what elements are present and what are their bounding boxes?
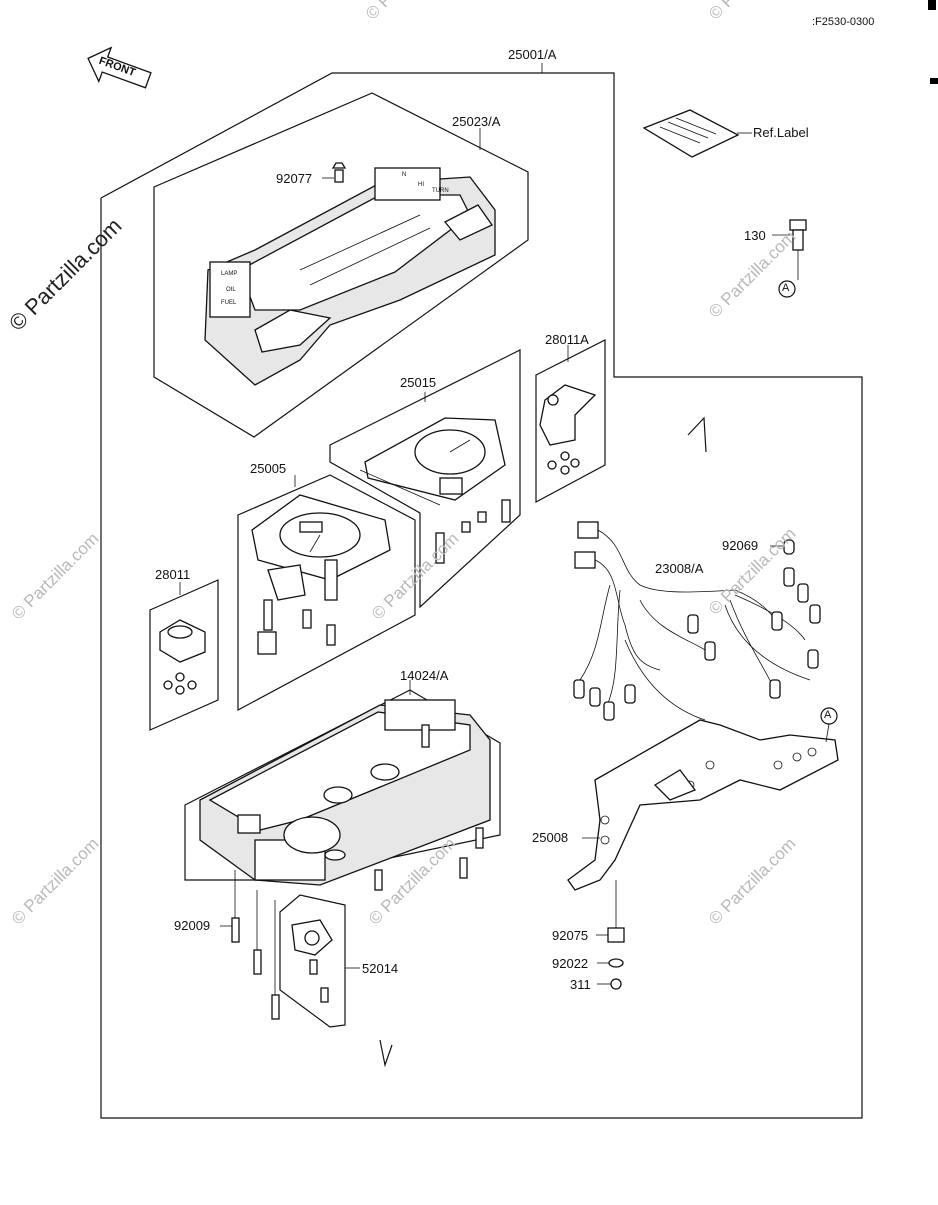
part-label-25015: 25015 [400,375,437,390]
gauge-text-hi: HI [418,182,424,188]
figure-code: :F2530-0300 [812,16,875,28]
ref-label-text: Ref.Label [753,125,809,140]
gauge-text-fuel: FUEL [221,300,237,306]
callout-letter-top: A [782,282,790,294]
callout-circle-top [778,280,796,298]
sensor-52014 [291,919,333,1003]
edge-mark-right [930,78,938,84]
part-label-25008: 25008 [532,830,569,845]
part-label-23008: 23008/A [655,561,704,576]
front-arrow [87,46,152,89]
wiring-harness-part [573,521,821,721]
gauge-text-turn: TURN [432,188,449,194]
part-label-92022: 92022 [552,956,589,971]
ref-label-sheet [642,109,740,158]
part-label-92069: 92069 [722,538,759,553]
gauge-text-lamp: LAMP [221,271,238,277]
hand-mark-top [687,416,707,453]
gauge-text-oil: OIL [226,287,236,293]
part-label-28011A: 28011A [545,332,589,347]
box-25005 [237,474,416,712]
mount-hardware [607,880,625,990]
part-label-92077: 92077 [276,171,313,186]
part-label-130: 130 [744,228,766,243]
tachometer-part [359,417,511,564]
part-label-28011: 28011 [155,567,191,582]
part-label-25005: 25005 [250,461,287,476]
meter-cover-part [204,167,496,386]
assembly-outline [100,72,863,1119]
part-label-25001: 25001/A [508,47,557,62]
callout-letter-bracket: A [824,709,832,721]
box-28011A [535,339,606,504]
cover-box [153,92,529,438]
part-label-52014: 52014 [362,961,399,976]
sensor-28011 [159,619,206,695]
bulb-92069 [783,539,795,555]
box-25015 [329,349,521,609]
box-52014 [279,894,346,1028]
speedometer-part [251,494,391,655]
sensor-28011A [539,384,597,475]
part-label-92075: 92075 [552,928,589,943]
screw-92077 [331,162,347,183]
part-label-14024: 14024/A [400,668,449,683]
part-label-311: 311 [570,977,591,992]
gauge-text-neutral: N [402,172,407,178]
box-28011 [149,579,219,731]
part-label-25023: 25023/A [452,114,501,129]
hand-mark-bottom [379,1039,393,1068]
bracket-25008 [567,719,839,891]
meter-case-part [199,699,491,886]
part-label-92009: 92009 [174,918,211,933]
case-screws [231,827,484,1020]
bolt-130 [789,219,807,251]
edge-mark-top [928,0,936,10]
